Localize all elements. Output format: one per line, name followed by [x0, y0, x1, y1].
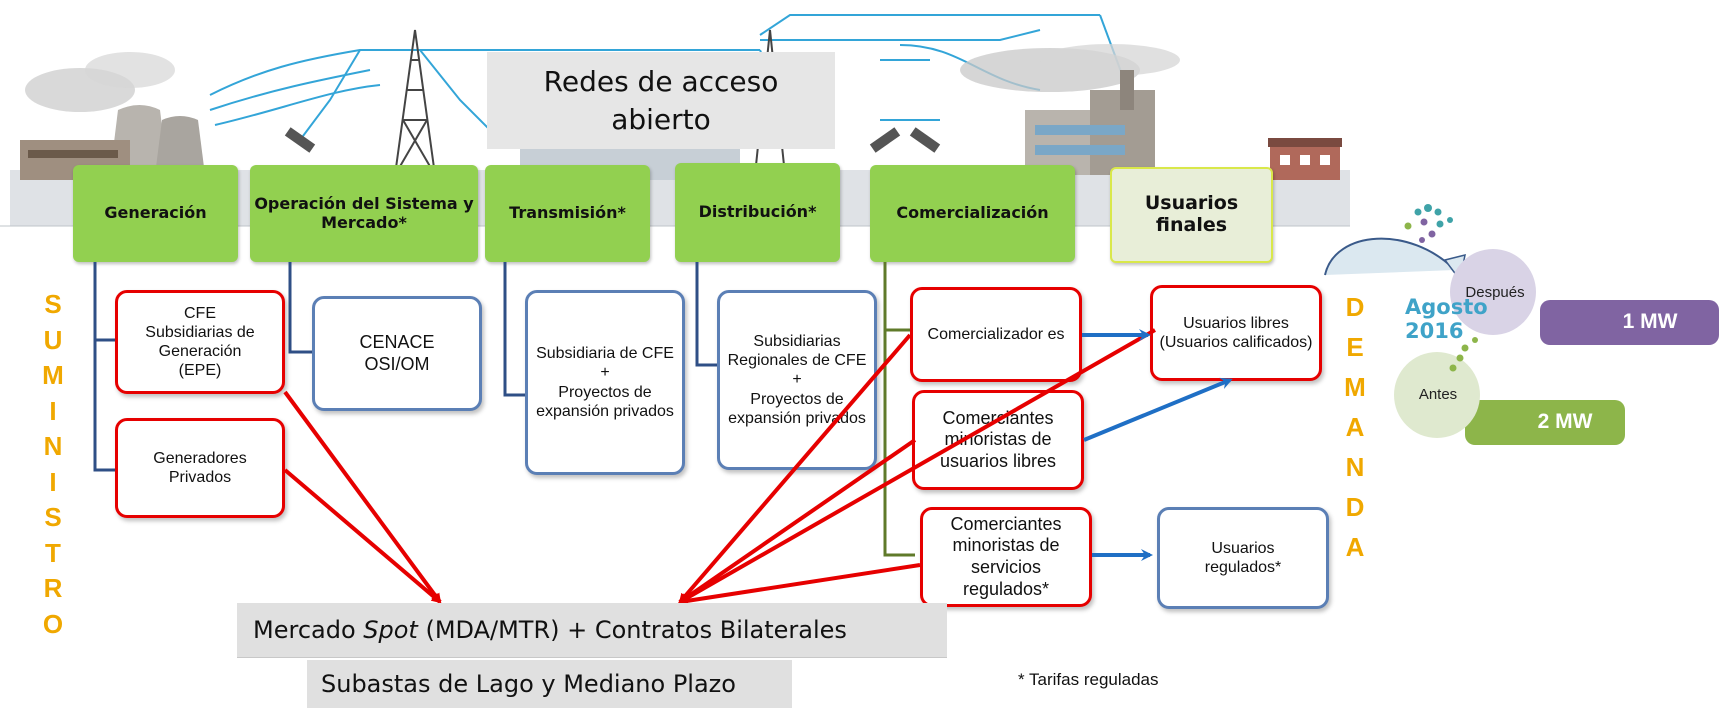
- market-bar: Mercado Spot (MDA/MTR) + Contratos Bilat…: [237, 603, 947, 658]
- supply-letter: S: [44, 502, 62, 532]
- after-bar: [1540, 300, 1719, 345]
- after-circle: [1450, 249, 1536, 335]
- box-cfe-generacion: CFE Subsidiarias de Generación (EPE): [115, 290, 285, 394]
- date-month: Agosto: [1405, 295, 1488, 319]
- stage-generacion: Generación: [73, 165, 238, 262]
- box-usuarios-regulados: Usuarios regulados*: [1157, 507, 1329, 609]
- banner-line-1: Redes de acceso: [543, 64, 779, 98]
- supply-letter: T: [45, 537, 61, 568]
- demand-letter: M: [1344, 372, 1366, 402]
- demand-letter: A: [1345, 412, 1365, 442]
- auctions-bar: Subastas de Lago y Mediano Plazo: [307, 660, 792, 708]
- box-comercializadores: Comercializador es: [910, 287, 1082, 382]
- demand-letter: A: [1345, 532, 1365, 562]
- demand-letter: D: [1345, 292, 1365, 322]
- box-comerciantes-libres: Comerciantes minoristas de usuarios libr…: [912, 390, 1084, 490]
- supply-letter: I: [49, 466, 57, 497]
- box-cenace: CENACE OSI/OM: [312, 296, 482, 411]
- before-bar: [1465, 400, 1625, 445]
- supply-letter: U: [43, 324, 63, 355]
- supply-letter: R: [43, 573, 63, 603]
- box-generadores-privados: Generadores Privados: [115, 418, 285, 518]
- supply-letter: M: [42, 360, 64, 390]
- box-transmision: Subsidiaria de CFE + Proyectos de expans…: [525, 290, 685, 475]
- before-value: 2 MW: [1537, 410, 1593, 433]
- stage-transmision: Transmisión*: [485, 165, 650, 262]
- market-suffix: (MDA/MTR) + Contratos Bilaterales: [417, 616, 847, 644]
- market-spot: Spot: [363, 616, 418, 644]
- supply-letter: O: [42, 608, 64, 639]
- date-label: Agosto 2016: [1405, 295, 1488, 343]
- demand-letter: E: [1346, 332, 1364, 362]
- supply-letter: N: [43, 431, 63, 461]
- stage-usuarios-finales: Usuarios finales: [1110, 167, 1273, 263]
- threshold-graphic: [1394, 204, 1719, 445]
- factory-icon: [1025, 70, 1155, 175]
- demand-vertical-label: D E M A N D A: [1340, 287, 1370, 567]
- dots-decoration-icon: [1404, 204, 1453, 243]
- before-label: Antes: [1418, 386, 1458, 403]
- dots-connector-icon: [1449, 337, 1478, 372]
- demand-letter: D: [1345, 492, 1365, 522]
- box-distribucion: Subsidiarias Regionales de CFE + Proyect…: [717, 290, 877, 470]
- date-year: 2016: [1405, 319, 1464, 344]
- supply-letter: S: [44, 289, 62, 319]
- house-icon: [1268, 138, 1342, 180]
- before-circle: [1394, 352, 1480, 438]
- supply-letter: I: [49, 395, 57, 426]
- insulator-icon: [284, 127, 941, 153]
- banner-line-2: abierto: [611, 102, 711, 136]
- box-comerciantes-regulados: Comerciantes minoristas de servicios reg…: [920, 507, 1092, 607]
- after-label: Después: [1465, 284, 1525, 301]
- curved-arrow-icon: [1324, 237, 1456, 276]
- after-value: 1 MW: [1622, 310, 1678, 333]
- box-usuarios-libres: Usuarios libres (Usuarios calificados): [1150, 285, 1322, 381]
- stage-distribucion: Distribución*: [675, 163, 840, 262]
- supply-vertical-label: S U M I N I S T R O: [38, 287, 68, 642]
- footnote: * Tarifas reguladas: [1018, 670, 1159, 689]
- stage-comercializacion: Comercialización: [870, 165, 1075, 262]
- market-prefix: Mercado: [253, 616, 364, 644]
- demand-letter: N: [1345, 452, 1365, 482]
- open-access-networks-banner: Redes de acceso abierto: [487, 52, 835, 149]
- stage-operacion: Operación del Sistema y Mercado*: [250, 165, 478, 262]
